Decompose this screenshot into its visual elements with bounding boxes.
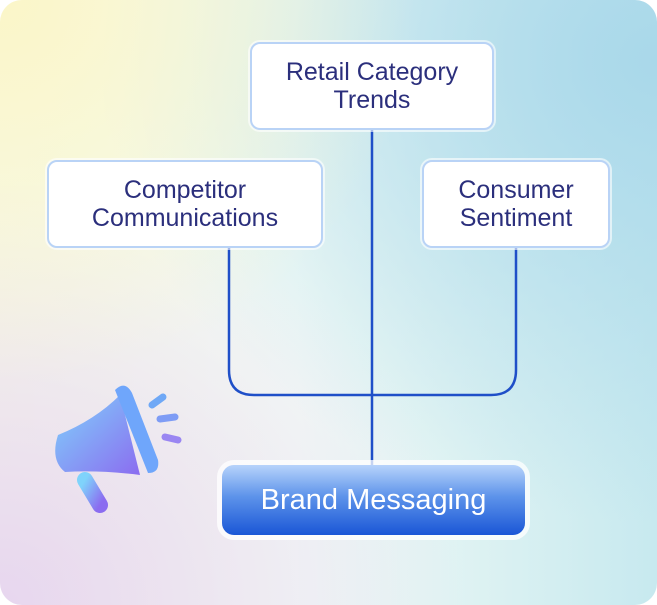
connector-sides-merge: [227, 247, 518, 397]
node-label: Retail Category Trends: [285, 58, 459, 114]
node-label: Consumer Sentiment: [458, 176, 574, 232]
node-competitor-communications: Competitor Communications: [47, 160, 323, 248]
node-retail-category-trends: Retail Category Trends: [250, 42, 494, 130]
node-label: Brand Messaging: [260, 483, 487, 516]
megaphone-icon: [55, 385, 182, 513]
node-brand-messaging: Brand Messaging: [222, 465, 525, 535]
node-consumer-sentiment: Consumer Sentiment: [422, 160, 610, 248]
node-label: Competitor Communications: [91, 176, 279, 232]
